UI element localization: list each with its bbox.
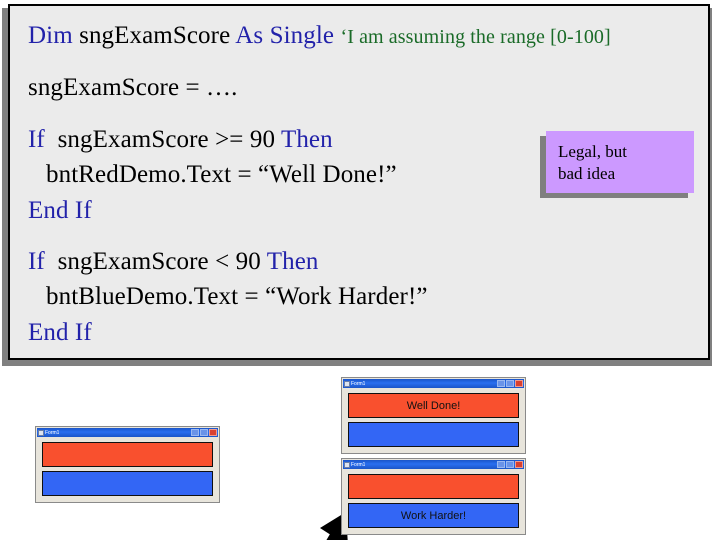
keyword-dim: Dim (28, 22, 73, 49)
window-body (37, 437, 218, 501)
window-app-icon (344, 461, 350, 468)
assignment-text: sngExamScore = …. (28, 74, 238, 101)
close-icon[interactable] (515, 380, 523, 387)
mock-window-before[interactable]: Form1 (35, 426, 220, 503)
keyword-endif-red: End If (28, 197, 92, 224)
window-titlebar[interactable]: Form1 (343, 460, 524, 469)
minimize-icon[interactable] (497, 380, 505, 387)
minimize-icon[interactable] (497, 461, 505, 468)
callout-legal-bad-idea: Legal, but bad idea (546, 131, 694, 193)
keyword-if-red: If (28, 126, 45, 153)
window-body: Work Harder! (343, 469, 524, 533)
condition-blue: sngExamScore < 90 (57, 248, 261, 275)
code-line-assignment: sngExamScore = …. (28, 74, 238, 102)
code-comment-range: ‘I am assuming the range [0-100] (340, 26, 611, 48)
code-line-if-blue: If sngExamScore < 90 Then (28, 248, 319, 276)
keyword-then-red: Then (280, 126, 333, 153)
window-titlebar[interactable]: Form1 (37, 428, 218, 437)
bnt-red-demo[interactable]: Well Done! (348, 393, 519, 418)
window-controls[interactable] (497, 380, 523, 387)
window-caption: Form1 (351, 461, 366, 468)
minimize-icon[interactable] (191, 429, 199, 436)
condition-red: sngExamScore >= 90 (57, 126, 276, 153)
maximize-icon[interactable] (506, 380, 514, 387)
callout-text: Legal, but bad idea (558, 142, 627, 184)
bnt-blue-demo[interactable] (42, 471, 213, 496)
code-line-endif-red: End If (28, 197, 92, 225)
window-controls[interactable] (191, 429, 217, 436)
keyword-if-blue: If (28, 248, 45, 275)
window-controls[interactable] (497, 461, 523, 468)
mock-window-work-harder[interactable]: Form1 Work Harder! (341, 458, 526, 535)
window-titlebar[interactable]: Form1 (343, 379, 524, 388)
maximize-icon[interactable] (200, 429, 208, 436)
keyword-endif-blue: End If (28, 319, 92, 346)
close-icon[interactable] (515, 461, 523, 468)
code-line-if-red: If sngExamScore >= 90 Then (28, 126, 333, 154)
code-line-declaration: Dim sngExamScore As Single ‘I am assumin… (28, 22, 611, 50)
bnt-red-demo[interactable] (348, 474, 519, 499)
code-line-endif-blue: End If (28, 319, 92, 347)
mock-window-well-done[interactable]: Form1 Well Done! (341, 377, 526, 454)
bnt-blue-demo[interactable]: Work Harder! (348, 503, 519, 528)
window-caption: Form1 (351, 380, 366, 387)
bnt-blue-demo[interactable] (348, 422, 519, 447)
maximize-icon[interactable] (506, 461, 514, 468)
window-body: Well Done! (343, 388, 524, 452)
body-statement-red: bntRedDemo.Text = “Well Done!” (46, 161, 397, 188)
keyword-then-blue: Then (266, 248, 319, 275)
code-line-body-blue: bntBlueDemo.Text = “Work Harder!” (46, 283, 428, 311)
window-app-icon (344, 380, 350, 387)
bnt-red-demo[interactable] (42, 442, 213, 467)
window-app-icon (38, 429, 44, 436)
code-line-body-red: bntRedDemo.Text = “Well Done!” (46, 161, 397, 189)
close-icon[interactable] (209, 429, 217, 436)
body-statement-blue: bntBlueDemo.Text = “Work Harder!” (46, 283, 428, 310)
window-caption: Form1 (45, 429, 60, 436)
variable-name: sngExamScore (79, 22, 231, 49)
keyword-as-single: As Single (235, 22, 335, 49)
